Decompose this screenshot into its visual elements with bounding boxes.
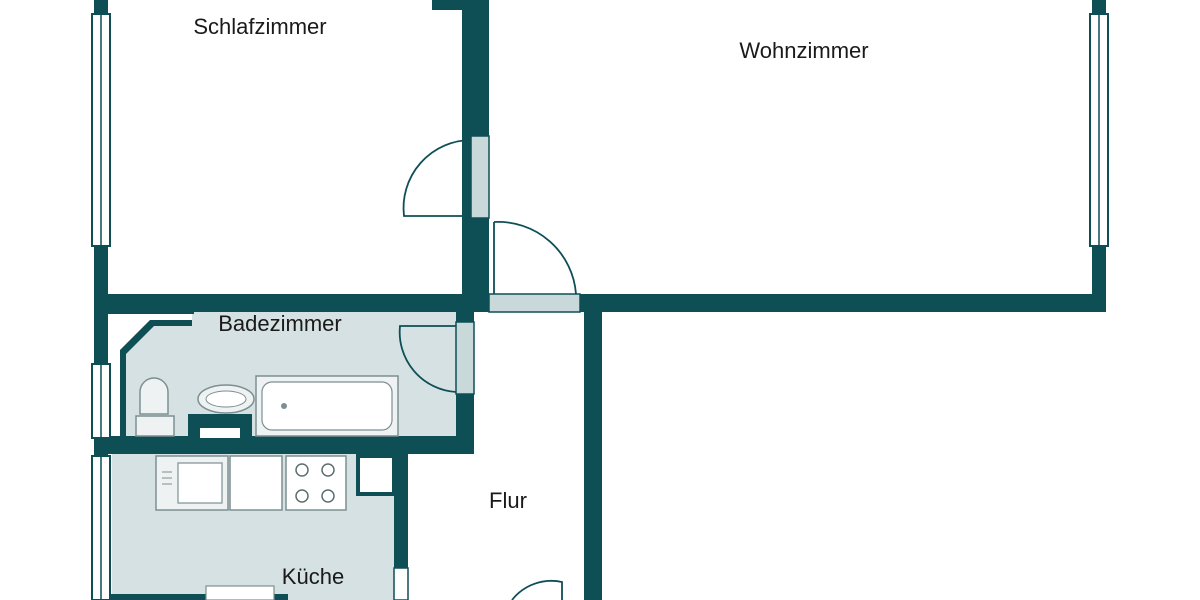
door-swing-icon [511,579,563,600]
doors [393,135,581,600]
door-swing-icon [402,135,490,219]
door-swing-icon [488,221,581,313]
wall-bath-inner-top [108,308,194,314]
bathroom-fixtures [135,375,399,437]
wall-bath-kitchen [94,436,474,454]
wall-left-top [94,0,108,14]
windows [91,13,1109,600]
sink-icon [155,455,229,511]
room-label-wohnzimmer: Wohnzimmer [739,38,868,63]
toilet-icon [135,377,175,437]
wall-bath-right-top [456,310,474,322]
room-label-flur: Flur [489,488,527,513]
room-label-badezimmer: Badezimmer [218,311,341,336]
wall-bath-niche-inner [200,428,240,438]
kitchen-table-hint [205,585,275,600]
kitchen-fixtures [155,454,396,600]
window-icon [91,13,111,247]
wall-top-stub [432,0,472,10]
wall-living-right-top [1092,0,1106,14]
wall-kitchen-bottom [108,594,288,600]
stove-icon [285,455,347,511]
bathtub-icon [255,375,399,437]
door-swing-icon [398,321,475,395]
wall-bedroom-thin [462,0,472,300]
wet-room-fills [112,310,466,600]
wall-living-bottom [580,294,1106,312]
wall-bed-living-lower [471,218,489,312]
wall-kitchen-right [394,446,408,568]
room-label-schlafzimmer: Schlafzimmer [193,14,326,39]
window-icon [91,455,111,600]
wall-bedroom-bottom [94,294,488,312]
fridge [356,454,396,496]
walls [94,0,1106,600]
door-swing-icon [393,567,409,600]
window-icon [91,363,111,439]
room-label-kueche: Küche [282,564,344,589]
window-icon [1089,13,1109,247]
counter [229,455,283,511]
wall-bed-living-upper [471,0,489,136]
room-labels: Schlafzimmer Wohnzimmer Badezimmer Flur … [193,14,868,589]
wall-bath-right-low [456,394,474,446]
washbasin-icon [197,384,255,414]
wall-living-right-low [1092,246,1106,310]
wall-hall-right [584,294,602,600]
